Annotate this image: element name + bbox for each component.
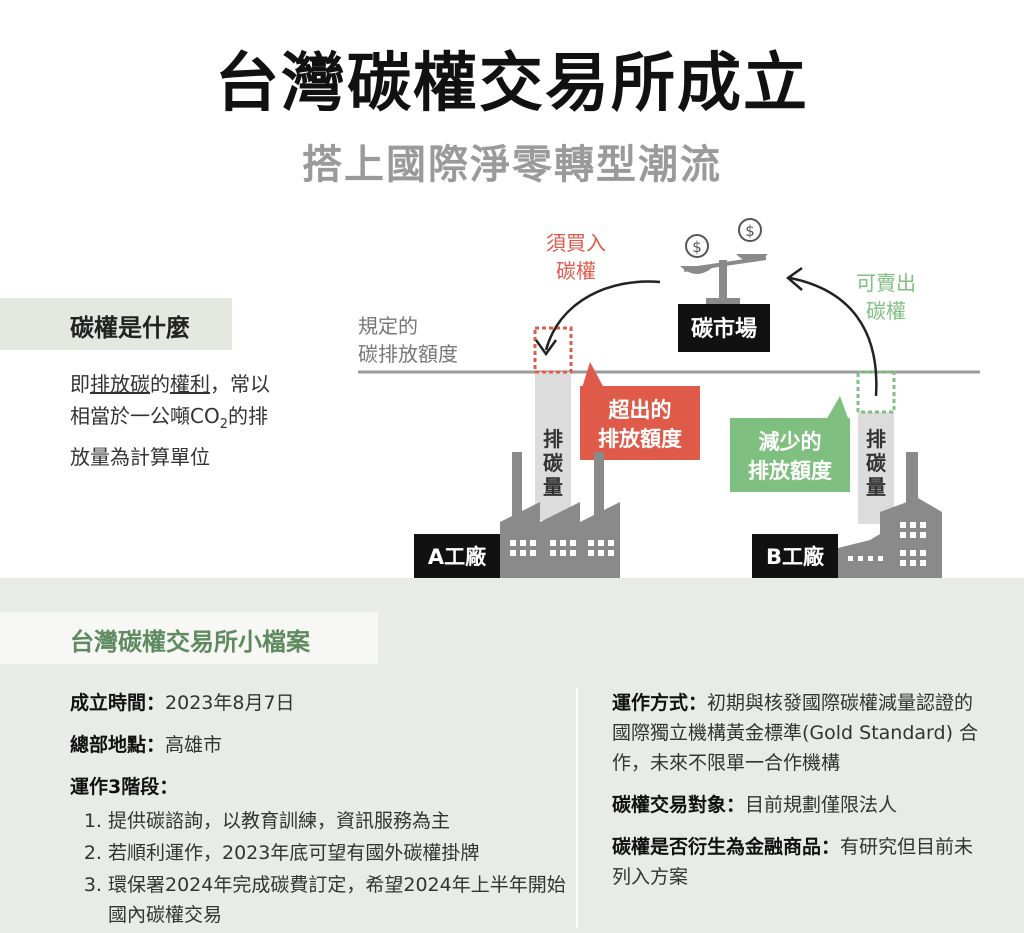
buy-label-1: 須買入 (546, 231, 606, 255)
derivative-value: 有研究但目前未列入方案 (612, 836, 974, 888)
derivative-label: 碳權是否衍生為金融商品： (612, 836, 841, 858)
profile-right-column: 運作方式：初期與核發國際碳權減量認證的國際獨立機構黃金標準(Gold Stand… (612, 688, 982, 904)
limit-label-2: 碳排放額度 (358, 342, 458, 366)
operation-row: 運作方式：初期與核發國際碳權減量認證的國際獨立機構黃金標準(Gold Stand… (612, 688, 982, 778)
target-value: 目前規劃僅限法人 (745, 794, 898, 816)
desc-line2a: 相當於一公噸CO (70, 404, 220, 428)
excess-label-1: 超出的 (609, 398, 672, 422)
hq-row: 總部地點：高雄市 (70, 730, 570, 760)
profile-tab-bg (0, 612, 378, 664)
coin-symbol-right: $ (745, 222, 755, 240)
carbon-market-diagram: 規定的 碳排放額度 排 碳 量 超出的 排放額度 A工廠 排 碳 量 減少的 排… (358, 218, 980, 578)
scale-icon (680, 254, 768, 306)
emission-b-char-2: 碳 (866, 451, 887, 475)
derivative-row: 碳權是否衍生為金融商品：有研究但目前未列入方案 (612, 832, 982, 892)
sell-label-2: 碳權 (866, 299, 906, 323)
what-is-tab-bg (0, 298, 232, 350)
target-row: 碳權交易對象：目前規劃僅限法人 (612, 790, 982, 820)
emission-bar-a (535, 372, 571, 520)
excess-bubble-tail (582, 362, 604, 388)
buy-arrowhead (534, 339, 558, 357)
page-title: 台灣碳權交易所成立 (215, 47, 809, 121)
stages-list: 提供碳諮詢，以教育訓練，資訊服務為主 若順利運作，2023年底可望有國外碳權掛牌… (70, 806, 570, 930)
desc-mid: 的 (150, 372, 170, 396)
factory-b-label-bg (752, 534, 838, 578)
stage-item-2: 若順利運作，2023年底可望有國外碳權掛牌 (108, 838, 570, 868)
stages-label: 運作3階段： (70, 776, 179, 798)
emission-a-char-1: 排 (543, 427, 563, 451)
excess-bubble (580, 386, 700, 460)
column-divider (576, 688, 578, 928)
emission-bar-b (858, 412, 894, 524)
hq-value: 高雄市 (165, 734, 223, 756)
founded-row: 成立時間：2023年8月7日 (70, 688, 570, 718)
target-label: 碳權交易對象： (612, 794, 746, 816)
factory-a-label: A工廠 (428, 545, 487, 569)
coin-symbol-left: $ (692, 238, 702, 256)
reduced-label-1: 減少的 (759, 430, 822, 454)
buy-arrow (544, 280, 661, 351)
desc-pre: 即 (70, 372, 90, 396)
what-is-description: 即排放碳的權利，常以 相當於一公噸CO2的排 放量為計算單位 (70, 368, 320, 473)
operation-value: 初期與核發國際碳權減量認證的國際獨立機構黃金標準(Gold Standard) … (612, 692, 979, 774)
reduced-bubble-tail (826, 396, 848, 420)
coin-icon-left (685, 234, 709, 258)
market-label: 碳市場 (691, 316, 757, 342)
stage-item-3: 環保署2024年完成碳費訂定，希望2024年上半年開始國內碳權交易 (108, 870, 570, 930)
factory-a-label-bg (414, 534, 500, 578)
desc-line1-end: ，常以 (210, 372, 270, 396)
hq-label: 總部地點： (70, 734, 166, 756)
operation-label: 運作方式： (612, 692, 708, 714)
emission-b-char-1: 排 (866, 427, 886, 451)
desc-emit-carbon: 排放碳 (90, 372, 150, 396)
factory-b-icon (838, 452, 942, 578)
desc-sub: 2 (219, 417, 228, 432)
excess-emission-box (533, 326, 573, 374)
what-is-heading: 碳權是什麼 (70, 314, 190, 342)
market-label-bg (678, 304, 770, 352)
profile-heading: 台灣碳權交易所小檔案 (70, 628, 310, 656)
desc-line3: 放量為計算單位 (70, 445, 210, 469)
coin-icon-right (738, 218, 762, 242)
limit-label-1: 規定的 (358, 314, 418, 338)
profile-left-column: 成立時間：2023年8月7日 總部地點：高雄市 運作3階段： 提供碳諮詢，以教育… (70, 688, 570, 932)
sell-label-1: 可賣出 (856, 271, 916, 295)
reduced-label-2: 排放額度 (748, 459, 832, 483)
page-subtitle: 搭上國際淨零轉型潮流 (302, 142, 722, 188)
founded-label: 成立時間： (70, 692, 166, 714)
desc-right: 權利 (170, 372, 210, 396)
stage-item-1: 提供碳諮詢，以教育訓練，資訊服務為主 (108, 806, 570, 836)
reduced-bubble (730, 418, 850, 492)
factory-b-label: B工廠 (766, 545, 825, 569)
emission-a-char-3: 量 (543, 475, 563, 499)
founded-value: 2023年8月7日 (165, 692, 295, 714)
desc-line2b: 的排 (228, 404, 268, 428)
emission-a-char-2: 碳 (543, 451, 564, 475)
stages-block: 運作3階段： 提供碳諮詢，以教育訓練，資訊服務為主 若順利運作，2023年底可望… (70, 772, 570, 930)
sell-arrowhead (785, 266, 803, 291)
emission-b-char-3: 量 (866, 475, 886, 499)
sell-arrow (789, 276, 878, 397)
excess-label-2: 排放額度 (598, 427, 682, 451)
buy-label-2: 碳權 (556, 259, 596, 283)
